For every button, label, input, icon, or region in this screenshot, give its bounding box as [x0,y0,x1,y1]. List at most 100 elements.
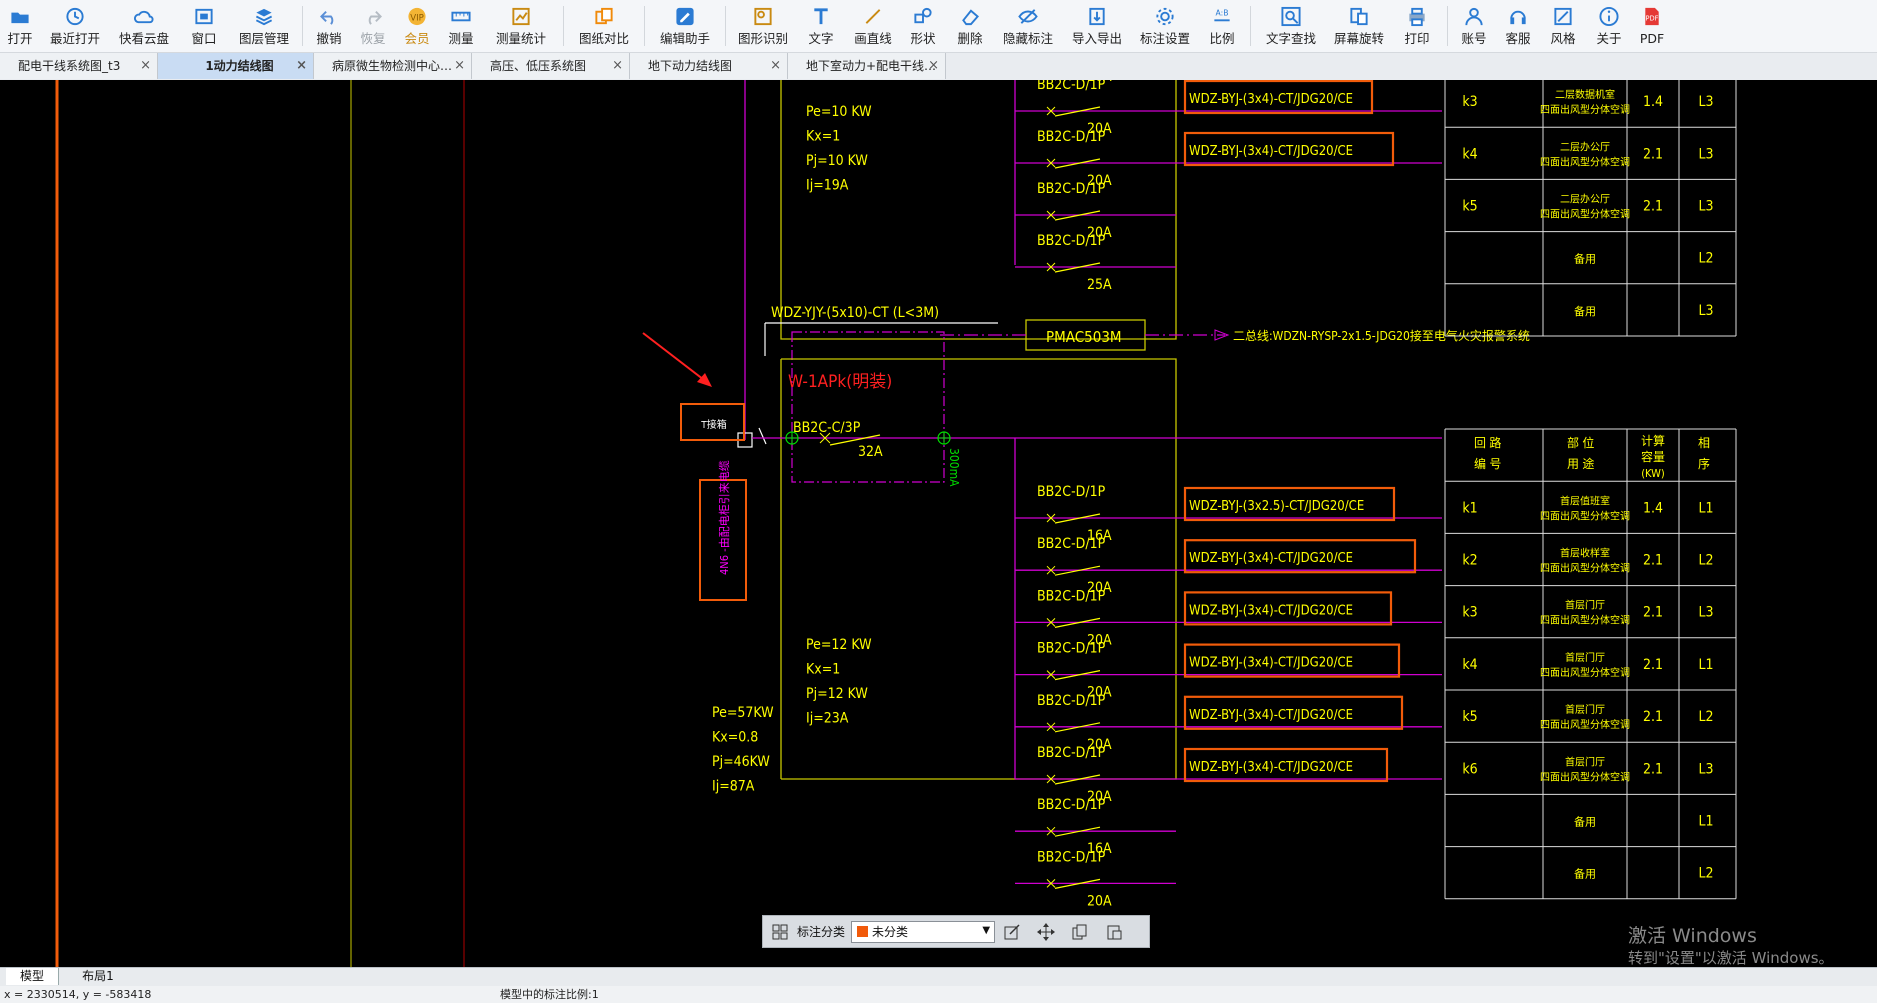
scale-icon: A:B [1214,9,1230,22]
table-cell-use: 四面出风型分体空调 [1540,509,1630,522]
toolbar-button-ruler[interactable]: 测量 [439,0,483,46]
printer-icon [1409,7,1425,27]
toolbar-button-pdf[interactable]: PDF PDF [1632,0,1672,46]
copy-icon[interactable] [1071,923,1089,941]
table-cell-use: 首层门厅 [1565,703,1605,716]
toolbar-button-measure-stats[interactable]: 测量统计 [483,0,559,46]
breaker-label: BB2C-D/1P [1037,641,1106,657]
toolbar-button-eye-hide[interactable]: 隐藏标注 [994,0,1062,46]
toolbar-button-label: 画直线 [854,31,892,46]
document-tab[interactable]: 地下室动力+配电干线…× [788,53,946,79]
toolbar-button-style[interactable]: 风格 [1540,0,1586,46]
toolbar-button-redo[interactable]: 恢复 [351,0,395,46]
grid-icon[interactable] [771,923,789,941]
document-tabs: 配电干线系统图_t3×1动力结线图×病原微生物检测中心…×高压、低压系统图×地下… [0,53,1877,81]
table-cell-kw: 1.4 [1643,500,1663,516]
toolbar-button-info[interactable]: 关于 [1586,0,1632,46]
drawing-canvas[interactable]: BB2C-D/1P16AWDZ-BYJ-(3x2.5)-CT/JDG20/CEB… [0,80,1877,967]
document-tab[interactable]: 高压、低压系统图× [472,53,630,79]
breaker-current: 20A [1087,737,1112,753]
paste-icon[interactable] [1105,923,1123,941]
toolbar-button-scale[interactable]: A:B 比例 [1198,0,1246,46]
toolbar-button-label: 客服 [1505,31,1531,46]
windows-activation-title: 激活 Windows [1628,925,1757,947]
close-icon[interactable]: × [296,58,307,73]
toolbar-button-window[interactable]: 窗口 [178,0,230,46]
toolbar-button-label: 关于 [1596,31,1622,46]
close-icon[interactable]: × [770,58,781,73]
tab-layout1[interactable]: 布局1 [82,969,114,983]
document-tab[interactable]: 1动力结线图× [158,53,314,79]
table-cell-code: k5 [1462,199,1477,215]
toolbar-button-line[interactable]: 画直线 [846,0,900,46]
toolbar-button-compare[interactable]: 图纸对比 [568,0,640,46]
table-cell-use: 四面出风型分体空调 [1540,770,1630,783]
load-calc-line: Pj=46KW [712,754,770,770]
table-cell-phase: L1 [1698,814,1713,830]
close-icon[interactable]: × [612,58,623,73]
toolbar-button-edit-assistant[interactable]: 编辑助手 [649,0,721,46]
move-icon[interactable] [1037,922,1056,941]
toolbar-button-text[interactable]: 文字 [796,0,846,46]
toolbar-button-label: 导入导出 [1071,31,1122,46]
style-icon [1554,7,1572,26]
toolbar-button-shape-recognize[interactable]: 图形识别 [730,0,796,46]
table-cell-phase: L2 [1698,866,1713,882]
panel-name: W-1APk(明装) [788,372,892,392]
document-tab[interactable]: 配电干线系统图_t3× [0,53,158,79]
annotation-scale: 模型中的标注比例:1 [500,988,599,1001]
toolbar-button-label: 比例 [1209,31,1235,46]
table-cell-phase: L2 [1698,251,1713,267]
document-tab[interactable]: 地下动力结线图× [630,53,788,79]
pmac-label: PMAC503M [1046,328,1122,346]
table-cell-use: 备用 [1574,304,1596,318]
toolbar-button-settings[interactable]: 标注设置 [1132,0,1198,46]
toolbar-button-label: 图纸对比 [578,31,629,46]
tab-model[interactable]: 模型 [6,968,59,985]
toolbar-button-cloud[interactable]: 快看云盘 [110,0,178,46]
toolbar-button-eraser[interactable]: 删除 [946,0,994,46]
breaker-current: 20A [1087,580,1112,596]
breaker-current: 25A [1087,277,1112,293]
folder-open-icon [11,12,29,24]
toolbar-button-shape[interactable]: 形状 [900,0,946,46]
toolbar-button-layers[interactable]: 图层管理 [230,0,298,46]
close-icon[interactable]: × [928,58,939,73]
toolbar-button-label: 打开 [7,31,33,46]
breaker-current: 20A [1087,632,1112,648]
windows-activation-hint: 转到"设置"以激活 Windows。 [1628,949,1834,967]
toolbar-button-history[interactable]: 最近打开 [40,0,110,46]
table-header: 序 [1698,456,1710,471]
toolbar-button-headset[interactable]: 客服 [1496,0,1540,46]
toolbar-button-printer[interactable]: 打印 [1391,0,1443,46]
toolbar-button-folder-open[interactable]: 打开 [0,0,40,46]
cad-drawing[interactable]: BB2C-D/1P16AWDZ-BYJ-(3x2.5)-CT/JDG20/CEB… [0,80,1877,967]
table-header: 计算 [1641,433,1665,448]
undo-icon [320,11,334,25]
toolbar-button-label: 窗口 [191,31,217,46]
toolbar-button-label: PDF [1639,31,1665,46]
close-icon[interactable]: × [454,58,465,73]
annot-box [1183,80,1374,115]
cursor-coordinates: x = 2330514, y = -583418 [4,988,152,1001]
toolbar-separator [1447,6,1448,46]
toolbar-button-import-export[interactable]: 导入导出 [1062,0,1132,46]
toolbar-button-user[interactable]: 账号 [1452,0,1496,46]
document-tab[interactable]: 病原微生物检测中心…× [314,53,472,79]
pdf-icon: PDF [1645,7,1659,26]
table-header: 用 途 [1567,456,1594,471]
toolbar-button-rotate-screen[interactable]: 屏幕旋转 [1327,0,1391,46]
load-calc-line: Pe=10 KW [806,104,872,120]
close-icon[interactable]: × [140,58,151,73]
toolbar-button-label: 撤销 [316,31,342,46]
toolbar-button-text-search[interactable]: 文字查找 [1255,0,1327,46]
annotation-panel: 标注分类 未分类 ▼ [762,915,1150,948]
edit-icon[interactable] [1003,923,1021,941]
annotation-category-select[interactable]: 未分类 ▼ [851,920,996,943]
edit-assistant-icon [676,7,694,26]
layers-icon [255,8,273,26]
table-cell-use: 四面出风型分体空调 [1540,208,1630,221]
toolbar-button-undo[interactable]: 撤销 [307,0,351,46]
